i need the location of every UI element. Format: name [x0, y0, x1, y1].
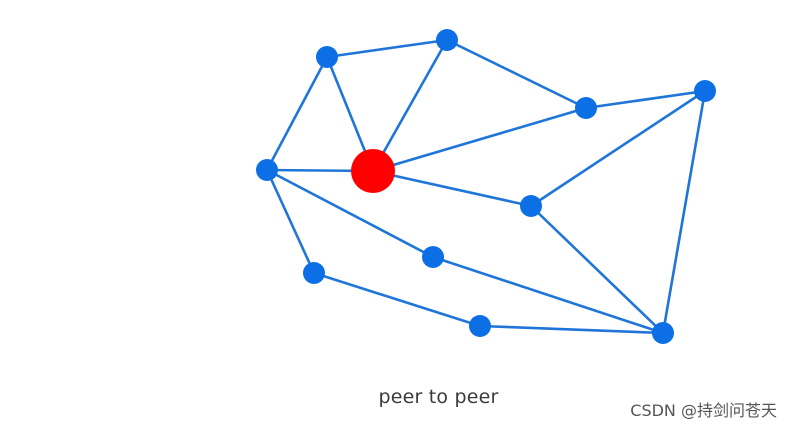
highlighted-peer-node	[351, 149, 395, 193]
edge	[529, 89, 707, 208]
peer-node	[316, 46, 338, 68]
peer-node	[422, 246, 444, 268]
peer-node	[436, 29, 458, 51]
peer-node	[575, 97, 597, 119]
edge	[265, 168, 435, 259]
csdn-watermark: CSDN @持剑问苍天	[630, 401, 777, 420]
edge	[529, 204, 665, 335]
edge	[371, 106, 588, 173]
edge	[265, 55, 329, 172]
peer-node	[469, 315, 491, 337]
edges	[265, 38, 707, 335]
edge	[584, 89, 707, 110]
edge	[371, 38, 449, 173]
edge	[265, 168, 316, 275]
peer-node	[652, 322, 674, 344]
peer-node	[256, 159, 278, 181]
edge	[431, 255, 665, 335]
edge	[445, 38, 588, 110]
diagram-caption: peer to peer	[378, 386, 499, 408]
edge	[478, 324, 665, 335]
peer-node	[694, 80, 716, 102]
nodes	[256, 29, 716, 344]
peer-node	[520, 195, 542, 217]
peer-node	[303, 262, 325, 284]
edge	[661, 89, 707, 335]
edge	[371, 169, 533, 208]
edge	[325, 38, 449, 59]
edge	[312, 271, 482, 328]
